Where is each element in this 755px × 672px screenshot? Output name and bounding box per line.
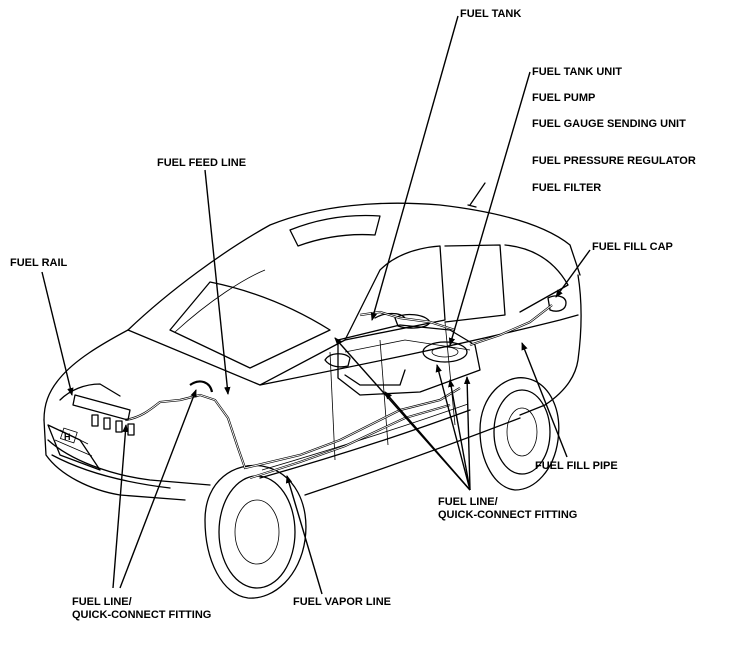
label-fuel-rail: FUEL RAIL [10,257,68,269]
label-fuel-pump: FUEL PUMP [532,92,596,104]
leader-lines [41,15,591,595]
label-fuel-line-rear: FUEL LINE/ [438,496,498,508]
label-fuel-feed-line: FUEL FEED LINE [157,157,247,169]
label-fuel-pressure-regulator: FUEL PRESSURE REGULATOR [532,155,696,167]
label-quick-connect-front: QUICK-CONNECT FITTING [72,609,212,621]
svg-text:H: H [64,432,71,442]
label-quick-connect-rear: QUICK-CONNECT FITTING [438,509,578,521]
fuel-lines [124,304,553,480]
fuel-rail [72,394,135,436]
label-fuel-fill-pipe: FUEL FILL PIPE [535,460,618,472]
rear-wheel [479,377,560,491]
car-body: H [43,182,582,501]
label-fuel-tank: FUEL TANK [460,8,522,20]
label-fuel-filter: FUEL FILTER [532,182,602,194]
label-fuel-vapor-line: FUEL VAPOR LINE [293,596,391,608]
label-fuel-line-front: FUEL LINE/ [72,596,132,608]
label-fuel-fill-cap: FUEL FILL CAP [592,241,673,253]
label-fuel-tank-unit: FUEL TANK UNIT [532,66,623,78]
front-wheel [204,464,307,599]
fuel-tank [337,312,481,396]
label-fuel-gauge-sending-unit: FUEL GAUGE SENDING UNIT [532,118,686,130]
